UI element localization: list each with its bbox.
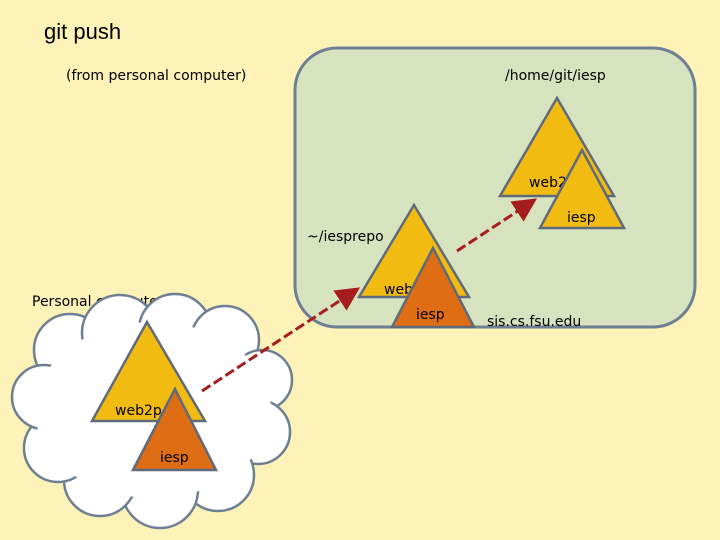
personal-branch-triangle: [130, 386, 219, 472]
bare-repo-branch-label: iesp: [567, 210, 596, 226]
host-label: sis.cs.fsu.edu: [487, 314, 581, 330]
server-branch-triangle: [389, 245, 477, 329]
personal-branch-label: iesp: [160, 450, 189, 466]
push-arrow-personal-to-server: [201, 287, 361, 393]
server-branch-label: iesp: [416, 307, 445, 323]
server-local-path-label: ~/iesprepo: [307, 229, 384, 245]
bare-repo-label: web2: [529, 175, 567, 191]
personal-repo-label: web2p: [115, 403, 162, 419]
bare-repo-branch-triangle: [537, 147, 627, 230]
slide-subtitle: (from personal computer): [66, 68, 246, 84]
server-box: [293, 46, 697, 329]
slide-title: git push: [44, 19, 121, 44]
server-path-label: /home/git/iesp: [505, 68, 606, 84]
